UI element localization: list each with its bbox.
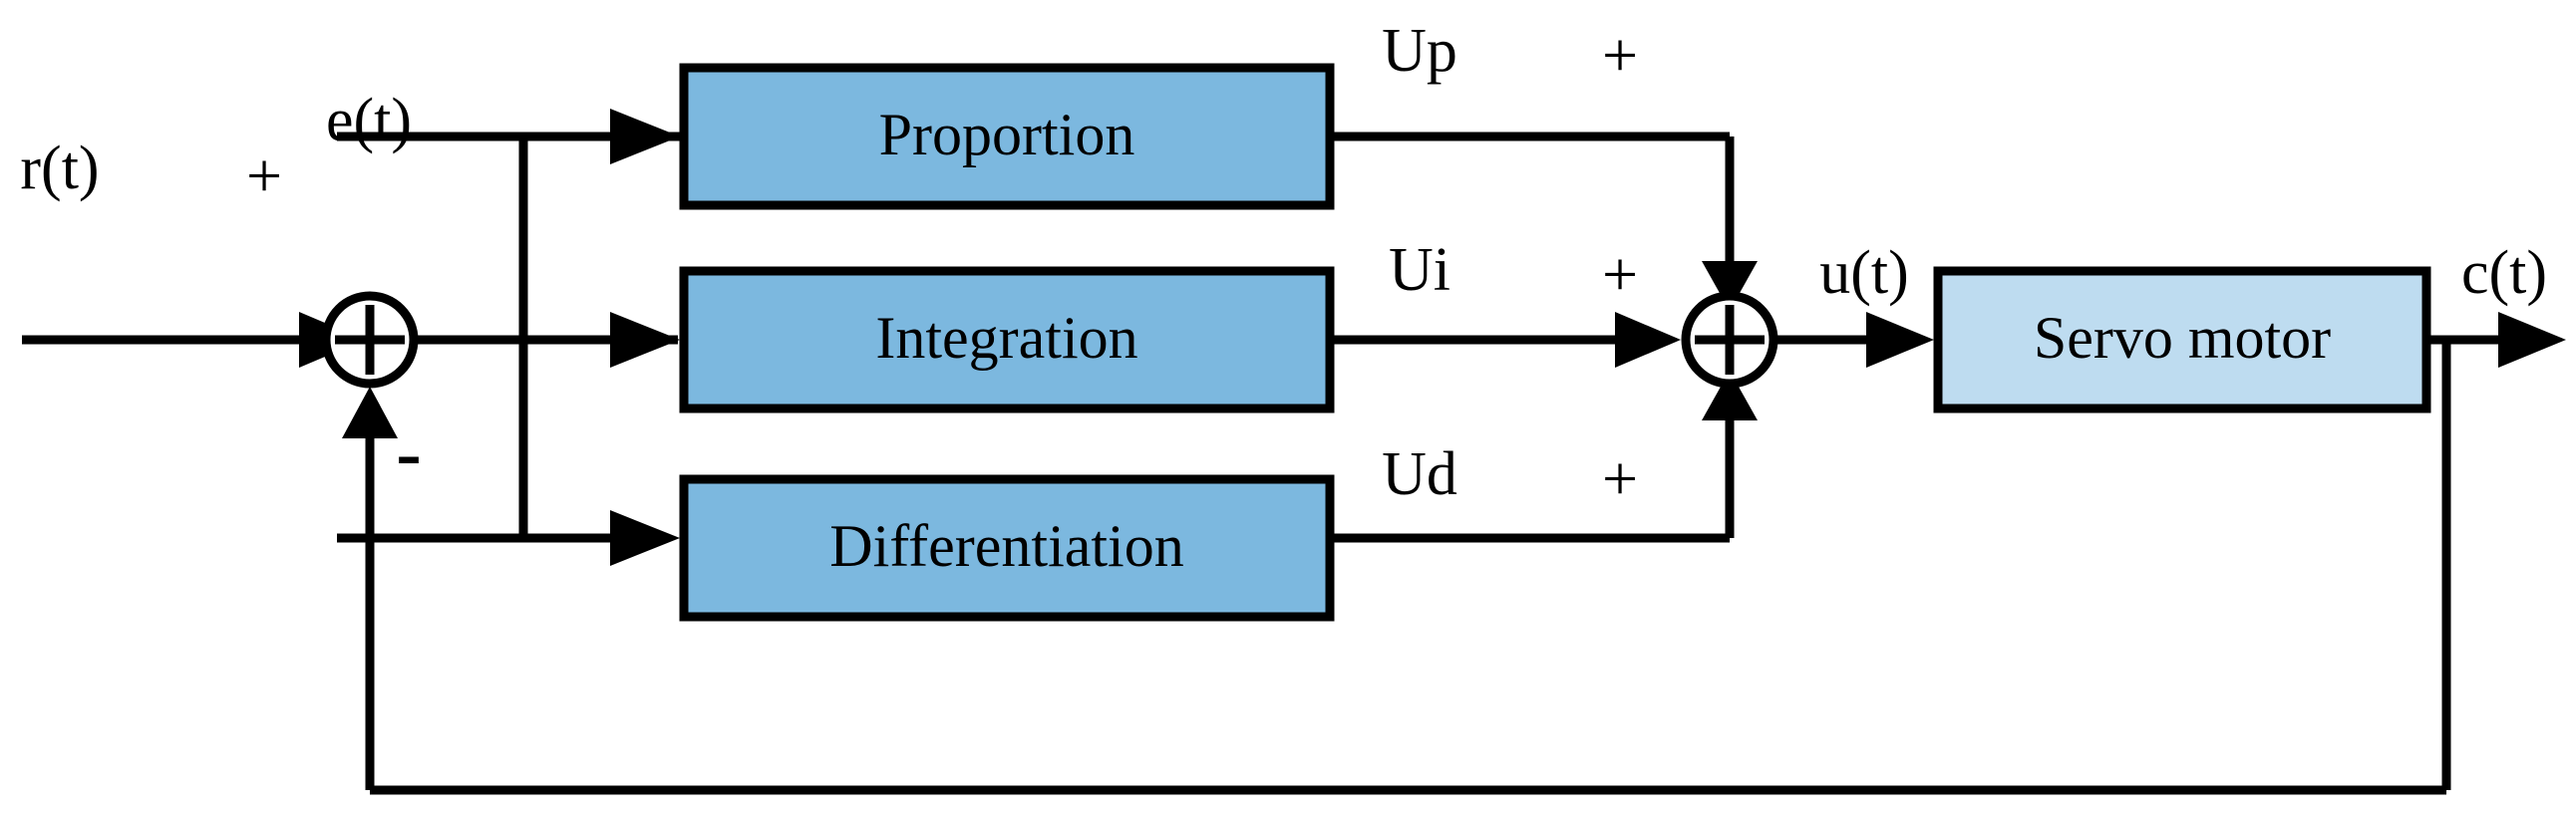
sign-proportional-plus: +	[1602, 20, 1638, 91]
block-servo-motor-label: Servo motor	[2034, 305, 2331, 371]
proportion-input-wire	[523, 109, 680, 164]
signal-label-up: Up	[1382, 17, 1457, 85]
signal-label-ct: c(t)	[2461, 239, 2547, 307]
block-proportion[interactable]: Proportion	[679, 63, 1335, 210]
arrowhead-up-into-control-sum	[1702, 261, 1758, 311]
arrowhead-ud-into-control-sum	[1702, 371, 1758, 420]
signal-label-ui: Ui	[1389, 236, 1450, 304]
arrowhead-into-servo-motor	[1866, 312, 1934, 368]
feedback-path-wire	[342, 340, 2451, 795]
signal-label-ut: u(t)	[1819, 239, 1909, 307]
arrowhead-ui-into-control-sum	[1615, 312, 1681, 368]
block-proportion-label: Proportion	[879, 102, 1135, 167]
control-sum-junction[interactable]	[1681, 291, 1778, 389]
control-output-wire	[1773, 312, 1934, 368]
sign-input-plus: +	[246, 140, 282, 211]
proportion-output-wire	[1330, 132, 1758, 311]
block-differentiation-label: Differentiation	[829, 513, 1183, 579]
block-differentiation[interactable]: Differentiation	[679, 474, 1335, 622]
sign-derivative-plus: +	[1602, 443, 1638, 514]
signal-label-et: e(t)	[326, 87, 412, 154]
arrowhead-into-differentiation	[610, 510, 680, 566]
integration-input-wire	[523, 312, 680, 368]
reference-input-wire	[22, 312, 365, 368]
error-sum-junction[interactable]	[321, 291, 419, 389]
block-integration[interactable]: Integration	[679, 266, 1335, 413]
arrowhead-into-proportion	[610, 109, 680, 164]
arrowhead-into-integration	[610, 312, 680, 368]
integration-output-wire	[1330, 312, 1681, 368]
sign-integral-plus: +	[1602, 239, 1638, 310]
arrowhead-system-output	[2498, 312, 2566, 368]
block-integration-label: Integration	[875, 305, 1137, 371]
signal-label-ud: Ud	[1382, 440, 1457, 508]
sign-feedback-minus: -	[396, 410, 421, 494]
arrowhead-feedback-into-error-sum	[342, 387, 398, 438]
block-servo-motor[interactable]: Servo motor	[1933, 266, 2431, 413]
differentiation-output-wire	[1330, 371, 1758, 543]
system-output-wire	[2426, 312, 2566, 368]
differentiation-input-wire	[523, 510, 680, 566]
signal-label-rt: r(t)	[20, 135, 99, 202]
